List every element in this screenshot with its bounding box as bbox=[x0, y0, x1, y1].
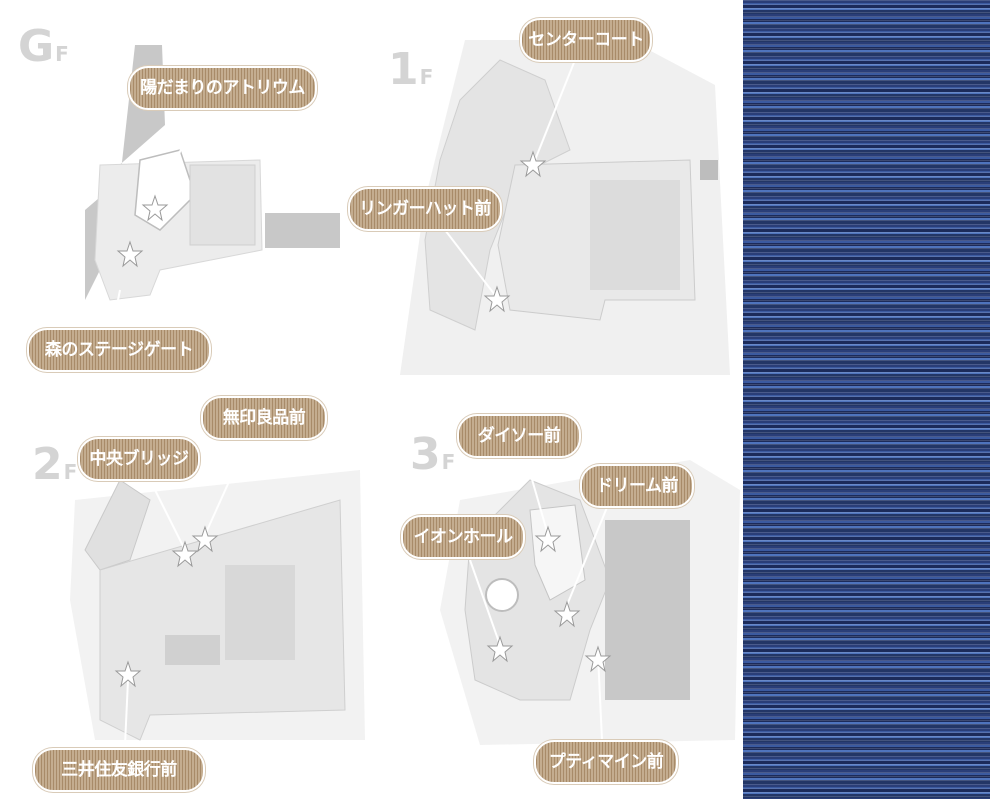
3f-round-atrium bbox=[485, 578, 519, 612]
2f-store-block bbox=[165, 635, 220, 665]
3f-leader-line bbox=[597, 654, 603, 741]
3f-leader-line bbox=[564, 499, 611, 611]
floor-panel-3f: 3F ダイソー前 ドリーム前 イオンホール プティマイン前 bbox=[370, 400, 743, 799]
star-icon bbox=[534, 525, 562, 553]
2f-west-bridge bbox=[84, 479, 151, 571]
1f-service-box bbox=[700, 160, 718, 180]
spot-tag-hidamari-atrium[interactable]: 陽だまりのアトリウム bbox=[128, 66, 317, 110]
2f-store-grid bbox=[225, 565, 295, 660]
star-icon bbox=[483, 285, 511, 313]
floor-suffix: F bbox=[419, 65, 434, 89]
2f-main-block bbox=[99, 499, 346, 741]
floor-label-1f: 1F bbox=[388, 48, 433, 92]
3f-east-block bbox=[605, 520, 690, 700]
star-icon bbox=[553, 600, 581, 628]
floor-number: G bbox=[18, 21, 55, 72]
floor-suffix: F bbox=[441, 450, 456, 474]
spot-tag-ringerhut[interactable]: リンガーハット前 bbox=[348, 187, 502, 231]
floor-label-gf: GF bbox=[18, 25, 69, 69]
gf-store-block bbox=[189, 164, 256, 246]
floor-panel-gf: GF 陽だまりのアトリウム 森のステージゲート bbox=[0, 0, 370, 400]
gf-leader-line bbox=[111, 289, 121, 331]
1f-floor-plan bbox=[400, 40, 730, 375]
2f-leader-line bbox=[204, 434, 251, 536]
floor-number: 2 bbox=[32, 439, 63, 490]
floor-panel-1f: 1F センターコート リンガーハット前 bbox=[348, 0, 743, 400]
floor-suffix: F bbox=[55, 42, 69, 66]
gf-leader-line bbox=[154, 104, 201, 211]
side-photo-strip bbox=[743, 0, 990, 799]
spot-tag-muji[interactable]: 無印良品前 bbox=[201, 396, 327, 440]
spot-tag-dream[interactable]: ドリーム前 bbox=[580, 464, 694, 508]
1f-leader-line bbox=[534, 59, 576, 161]
star-icon bbox=[486, 635, 514, 663]
spot-tag-aeon-hall[interactable]: イオンホール bbox=[401, 515, 525, 559]
star-icon bbox=[171, 540, 199, 568]
floor-number: 1 bbox=[388, 44, 419, 95]
floor-label-3f: 3F bbox=[410, 433, 455, 477]
floor-panel-2f: 2F 中央ブリッジ 無印良品前 三井住友銀行前 bbox=[0, 396, 370, 799]
spot-tag-smbc[interactable]: 三井住友銀行前 bbox=[33, 748, 205, 792]
3f-court bbox=[529, 504, 586, 601]
spot-tag-daiso[interactable]: ダイソー前 bbox=[457, 414, 581, 458]
2f-leader-line bbox=[124, 679, 129, 746]
3f-leader-line bbox=[469, 559, 501, 646]
star-icon bbox=[114, 660, 142, 688]
floor-number: 3 bbox=[410, 429, 441, 480]
star-icon bbox=[519, 150, 547, 178]
floor-label-2f: 2F bbox=[32, 443, 77, 487]
gf-floor-plan bbox=[85, 45, 340, 331]
1f-leader-line bbox=[444, 229, 496, 296]
star-icon bbox=[116, 240, 144, 268]
gf-parking-annex bbox=[265, 213, 340, 248]
spot-tag-central-bridge[interactable]: 中央ブリッジ bbox=[78, 437, 200, 481]
1f-store-grid bbox=[590, 180, 680, 290]
star-icon bbox=[141, 194, 169, 222]
star-icon bbox=[191, 525, 219, 553]
floor-suffix: F bbox=[63, 460, 78, 484]
spot-tag-mori-stage-gate[interactable]: 森のステージゲート bbox=[27, 328, 211, 372]
3f-leader-line bbox=[524, 454, 549, 536]
spot-tag-petit-main[interactable]: プティマイン前 bbox=[534, 740, 678, 784]
spot-tag-center-court[interactable]: センターコート bbox=[520, 18, 652, 62]
2f-floor-plan bbox=[70, 434, 365, 746]
star-icon bbox=[584, 645, 612, 673]
